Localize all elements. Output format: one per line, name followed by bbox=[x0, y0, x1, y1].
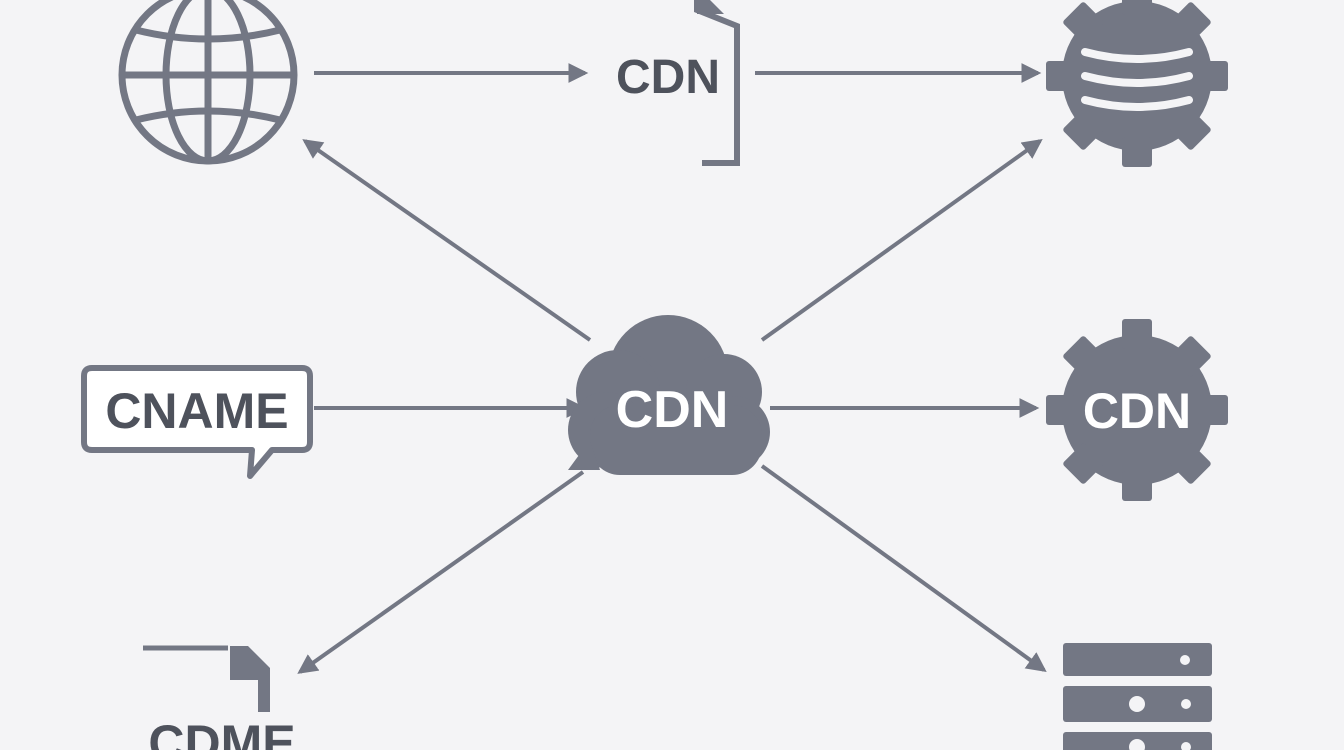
speech-bubble-icon bbox=[81, 365, 313, 479]
database-icon bbox=[1081, 48, 1193, 111]
server-rack-node bbox=[1063, 643, 1212, 750]
gear-icon bbox=[1046, 0, 1228, 167]
gear-icon bbox=[1046, 319, 1228, 501]
server-rack-icon bbox=[1063, 643, 1212, 750]
arrow-cloud-to-database-gear bbox=[760, 139, 1043, 342]
document-icon bbox=[143, 645, 270, 712]
cdme-document-label: CDME bbox=[148, 715, 295, 750]
cdn-document-label: CDN bbox=[616, 51, 720, 104]
edges bbox=[297, 63, 1047, 674]
cdn-gear-node: CDN bbox=[1046, 319, 1228, 501]
cdn-cloud-label: CDN bbox=[616, 381, 729, 439]
cloud-icon bbox=[568, 315, 770, 475]
arrow-cloud-to-cdme-document bbox=[297, 470, 585, 674]
cdme-document-node: CDME bbox=[143, 645, 296, 750]
cdn-cloud-node: CDN bbox=[568, 315, 770, 475]
globe-icon bbox=[118, 0, 298, 165]
cname-node: CNAME bbox=[81, 365, 313, 479]
cname-label: CNAME bbox=[105, 383, 288, 439]
cdn-document-node: CDN bbox=[616, 0, 740, 166]
cdn-gear-label: CDN bbox=[1083, 383, 1191, 439]
arrow-cloud-to-globe bbox=[302, 139, 592, 342]
document-icon bbox=[694, 0, 740, 166]
database-gear-node bbox=[1046, 0, 1228, 167]
arrow-cloud-to-server-rack bbox=[760, 464, 1047, 672]
